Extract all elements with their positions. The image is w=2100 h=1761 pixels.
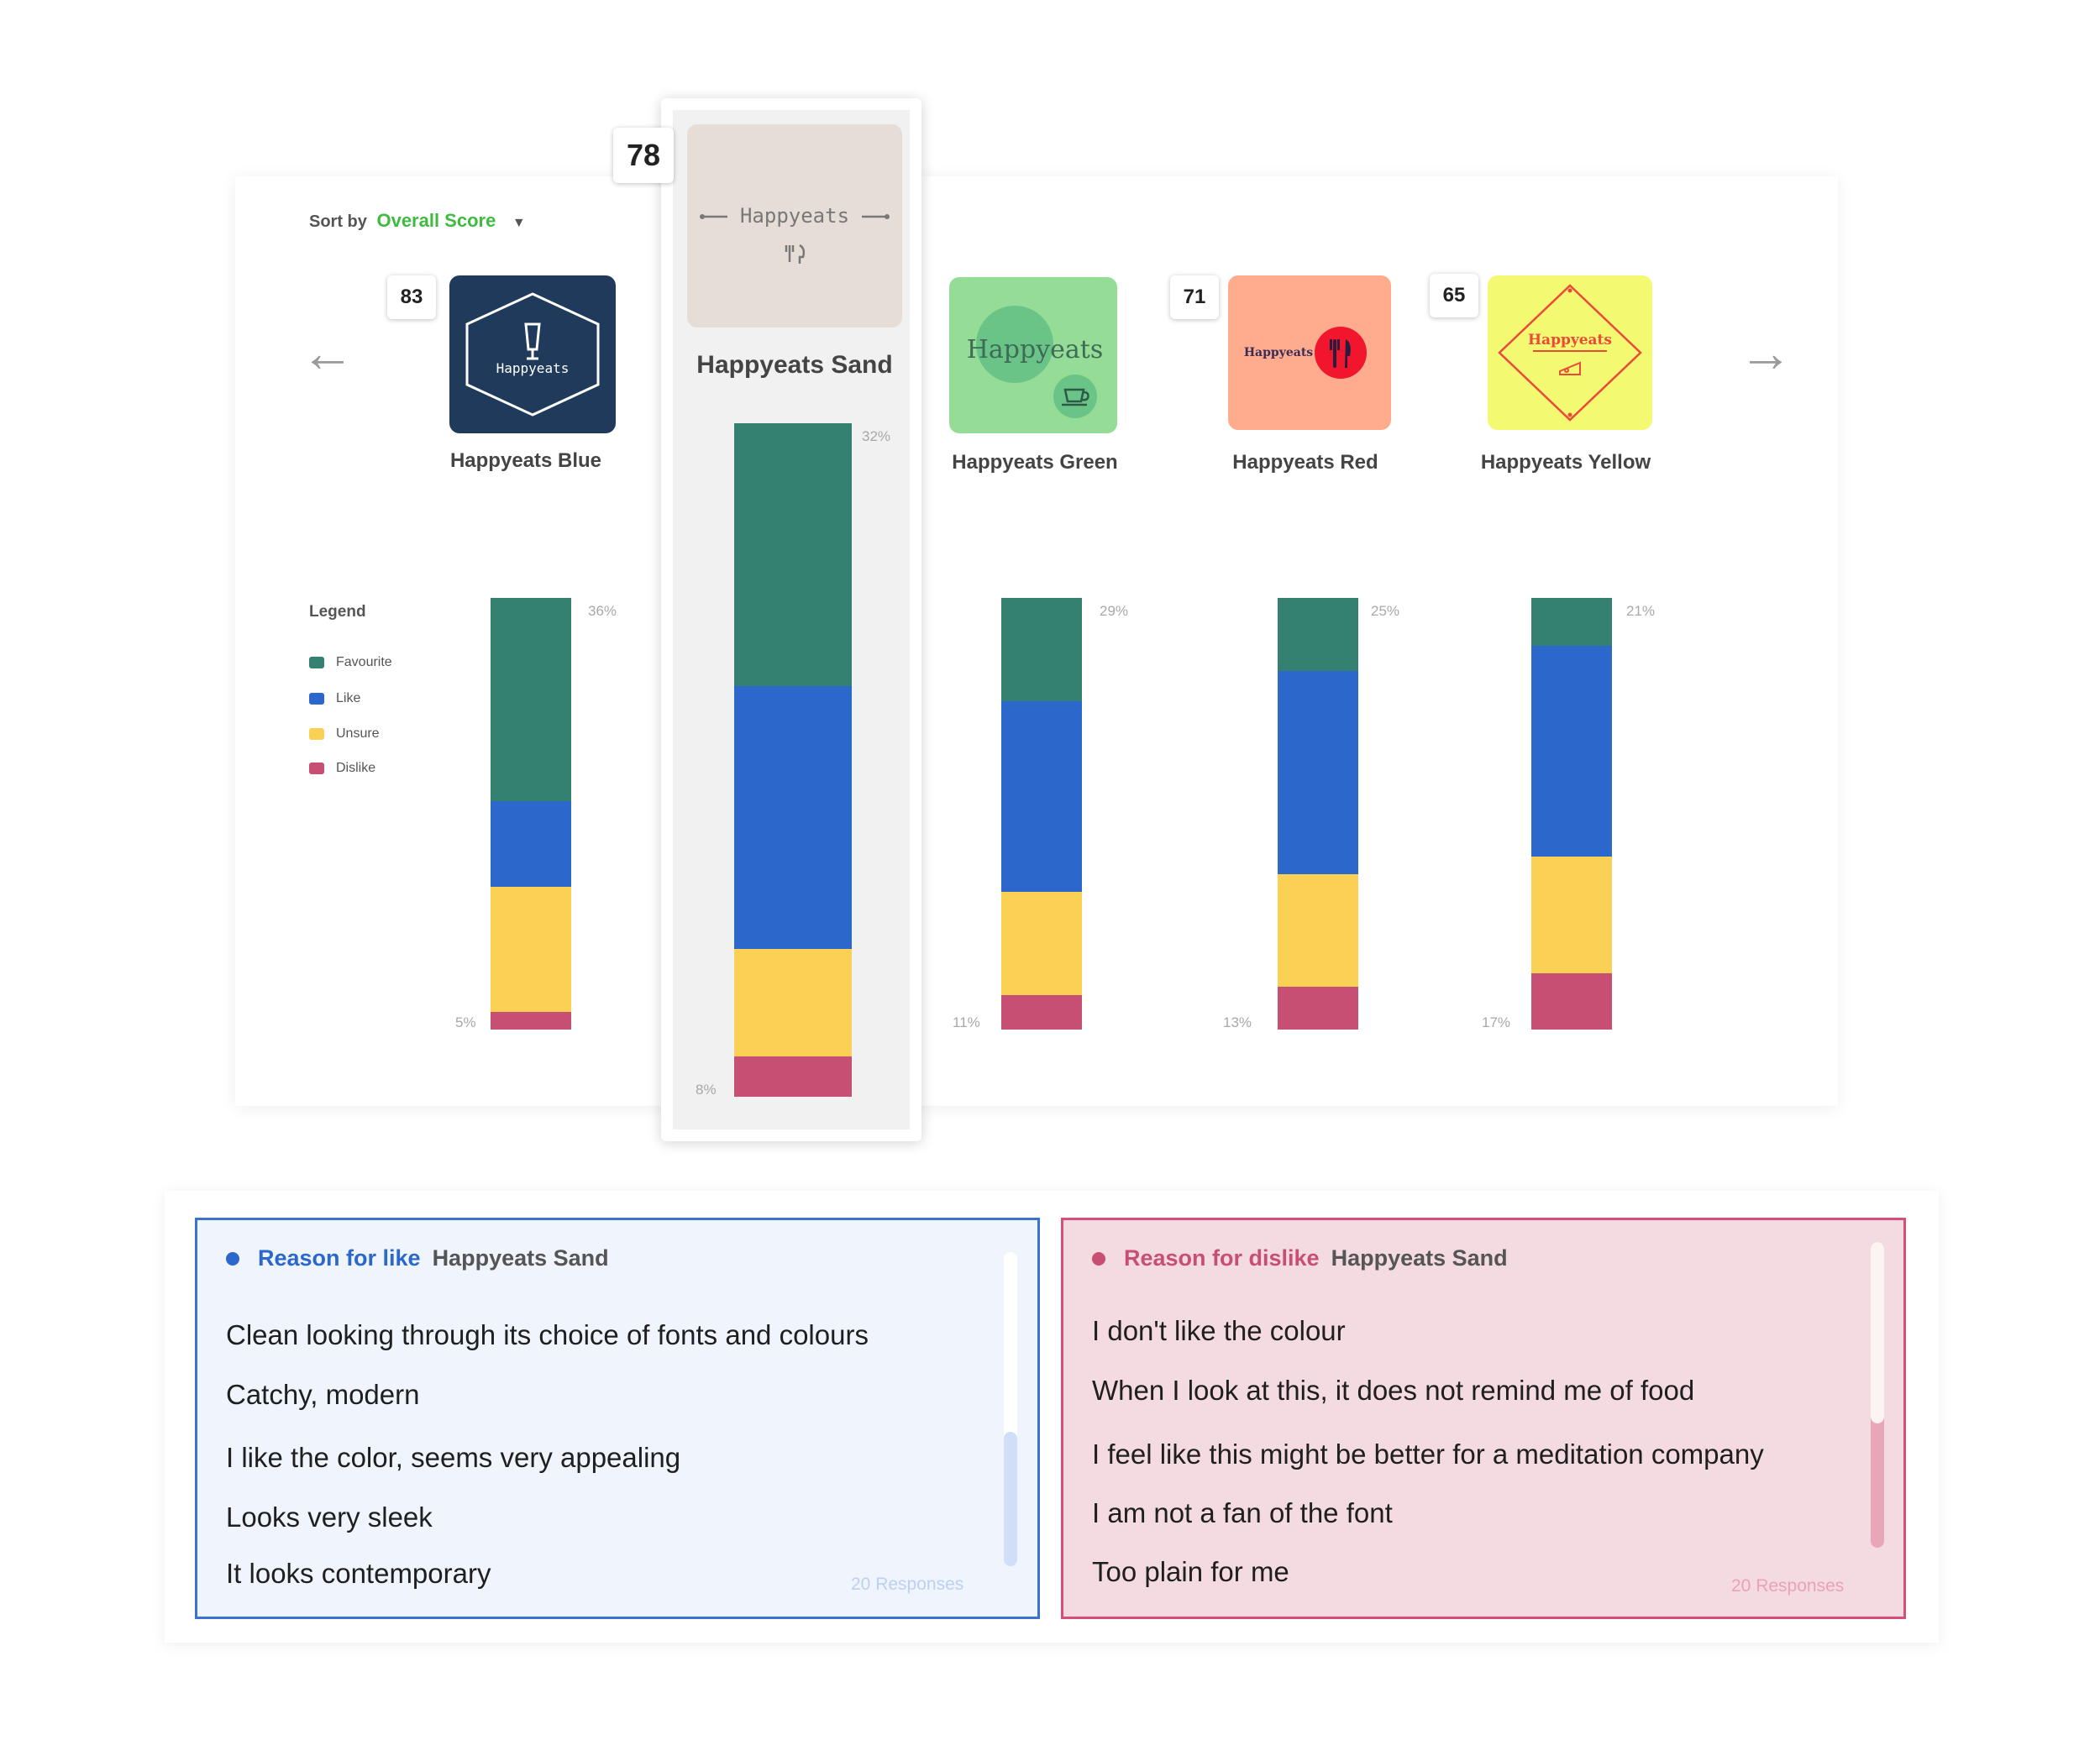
brand-name: Happyeats Red: [1232, 451, 1378, 474]
bar-bottom-percent: 11%: [953, 1014, 980, 1030]
bar-segment-like[interactable]: [1001, 701, 1082, 893]
legend-label: Like: [336, 691, 361, 705]
bar-segment-favourite[interactable]: [1001, 598, 1082, 702]
bar-segment-favourite[interactable]: [1278, 598, 1358, 672]
svg-text:Happyeats: Happyeats: [1244, 346, 1313, 359]
panel-header: Reason for dislike Happyeats Sand: [1092, 1245, 1508, 1271]
legend-item-unsure: Unsure: [309, 726, 380, 742]
teacup-icon: [1062, 388, 1089, 406]
arrow-left-icon[interactable]: ←: [301, 322, 354, 383]
score-badge: 65: [1430, 274, 1478, 317]
fork-knife-icon: [785, 244, 806, 264]
bar-segment-unsure[interactable]: [734, 948, 852, 1057]
svg-text:Happyeats: Happyeats: [1528, 332, 1612, 349]
bar-segment-favourite[interactable]: [1531, 598, 1612, 647]
legend-item-like: Like: [309, 691, 360, 706]
comment: Clean looking through its choice of font…: [226, 1319, 869, 1350]
fork-knife-icon: [1330, 339, 1351, 368]
panel-title: Reason for dislike: [1124, 1245, 1320, 1271]
bar-top-percent: 25%: [1371, 603, 1400, 619]
sort-control[interactable]: Sort by Overall Score ▼: [309, 210, 526, 232]
comment: Too plain for me: [1092, 1556, 1289, 1587]
brand-name: Happyeats Green: [952, 451, 1118, 474]
sort-value[interactable]: Overall Score: [376, 210, 496, 231]
logo-happyeats-blue[interactable]: Happyeats: [449, 275, 616, 433]
brand-name: Happyeats Blue: [449, 449, 602, 472]
bar-segment-dislike[interactable]: [1278, 986, 1358, 1030]
bar-top-percent: 32%: [862, 428, 891, 444]
response-count: 20 Responses: [1731, 1576, 1845, 1596]
bar-segment-like[interactable]: [491, 800, 571, 888]
brand-name: Happyeats Yellow: [1480, 451, 1651, 474]
comment: I like the color, seems very appealing: [226, 1442, 681, 1473]
bar-bottom-percent: 5%: [455, 1014, 476, 1030]
comment: Catchy, modern: [226, 1379, 420, 1410]
bar-segment-dislike[interactable]: [734, 1056, 852, 1098]
bar-segment-unsure[interactable]: [491, 887, 571, 1013]
like-dot-icon: [226, 1251, 239, 1266]
bar-segment-unsure[interactable]: [1531, 857, 1612, 974]
bar-top-percent: 36%: [588, 603, 617, 619]
bar-segment-favourite[interactable]: [491, 598, 571, 802]
bar-bottom-percent: 17%: [1482, 1014, 1511, 1030]
favourite-swatch: [309, 657, 324, 668]
comment: When I look at this, it does not remind …: [1092, 1375, 1695, 1406]
beer-glass-icon: [524, 322, 541, 360]
bar-bottom-percent: 13%: [1223, 1014, 1252, 1030]
svg-text:Happyeats: Happyeats: [967, 335, 1104, 364]
unsure-swatch: [309, 728, 324, 740]
legend-item-favourite: Favourite: [309, 655, 392, 670]
caret-down-icon[interactable]: ▼: [512, 216, 526, 230]
bar-top-percent: 29%: [1100, 603, 1129, 619]
comment: I feel like this might be better for a m…: [1092, 1439, 1764, 1470]
brand-name-selected: Happyeats Sand: [696, 351, 893, 379]
scrollbar[interactable]: [1004, 1252, 1017, 1566]
bar-segment-dislike[interactable]: [491, 1012, 571, 1030]
logo-happyeats-sand[interactable]: Happyeats: [687, 124, 902, 328]
bar-top-percent: 21%: [1626, 603, 1656, 619]
logo-happyeats-green[interactable]: Happyeats: [949, 277, 1117, 433]
arrow-right-icon[interactable]: →: [1739, 322, 1793, 383]
cheese-icon: [1559, 361, 1581, 375]
scrollbar[interactable]: [1871, 1242, 1884, 1548]
svg-text:Happyeats: Happyeats: [740, 204, 849, 228]
comment: It looks contemporary: [226, 1558, 491, 1589]
score-badge: 83: [387, 275, 436, 319]
bar-segment-unsure[interactable]: [1278, 873, 1358, 988]
reason-for-like-panel: Reason for like Happyeats Sand Clean loo…: [195, 1218, 1040, 1619]
like-swatch: [309, 693, 324, 705]
bar-segment-dislike[interactable]: [1001, 994, 1082, 1030]
legend-label: Unsure: [336, 726, 380, 741]
legend-title: Legend: [309, 603, 366, 621]
bar-segment-like[interactable]: [734, 685, 852, 950]
legend-item-dislike: Dislike: [309, 761, 375, 776]
score-badge: 71: [1170, 275, 1219, 319]
score-badge-selected: 78: [613, 128, 674, 183]
bar-segment-like[interactable]: [1531, 645, 1612, 857]
bar-segment-unsure[interactable]: [1001, 891, 1082, 996]
logo-happyeats-yellow[interactable]: Happyeats: [1488, 275, 1652, 430]
comment: I don't like the colour: [1092, 1315, 1346, 1346]
bar-segment-favourite[interactable]: [734, 423, 852, 687]
response-count: 20 Responses: [851, 1575, 964, 1594]
bar-bottom-percent: 8%: [696, 1082, 717, 1098]
panel-header: Reason for like Happyeats Sand: [226, 1245, 609, 1271]
legend-label: Favourite: [336, 655, 392, 669]
sort-label: Sort by: [309, 212, 367, 231]
scrollbar-thumb[interactable]: [1004, 1432, 1017, 1566]
panel-title: Reason for like: [258, 1245, 421, 1271]
panel-brand: Happyeats Sand: [432, 1245, 609, 1271]
legend-label: Dislike: [336, 761, 376, 775]
dislike-dot-icon: [1092, 1251, 1105, 1266]
dislike-swatch: [309, 763, 324, 774]
comment: Looks very sleek: [226, 1502, 433, 1533]
bar-segment-like[interactable]: [1278, 671, 1358, 875]
bar-segment-dislike[interactable]: [1531, 973, 1612, 1030]
reason-for-dislike-panel: Reason for dislike Happyeats Sand I don'…: [1061, 1218, 1906, 1619]
svg-text:Happyeats: Happyeats: [496, 360, 570, 376]
logo-happyeats-red[interactable]: Happyeats: [1228, 275, 1391, 430]
panel-brand: Happyeats Sand: [1331, 1245, 1508, 1271]
comment: I am not a fan of the font: [1092, 1497, 1393, 1528]
scrollbar-thumb[interactable]: [1871, 1242, 1884, 1423]
